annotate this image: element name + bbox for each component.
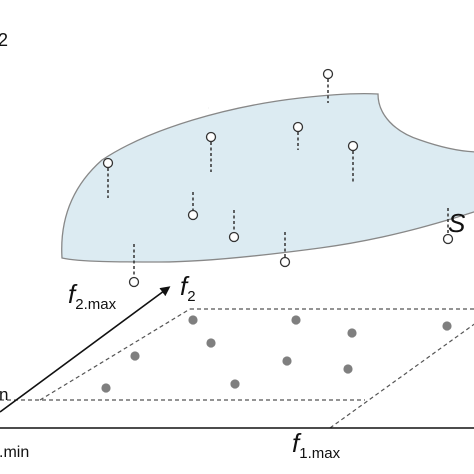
surface-point [102, 157, 114, 169]
grid-point [130, 351, 140, 361]
surface-point [205, 131, 217, 143]
grid-point [442, 321, 452, 331]
f1-max-label: f1.max [292, 428, 341, 462]
surface-point [187, 209, 199, 221]
surface-point [322, 68, 334, 80]
f2-axis-label: f2 [180, 271, 196, 305]
surface-label: S [448, 208, 466, 238]
region-left-edge [39, 308, 191, 401]
surface-point [279, 256, 291, 268]
grid-points [101, 315, 452, 393]
grid-point [101, 383, 111, 393]
grid-point [282, 356, 292, 366]
surface-point [347, 140, 359, 152]
grid-point [206, 338, 216, 348]
region-right-edge [329, 323, 474, 429]
grid-point [230, 379, 240, 389]
f1-min-label-fragment: .min [0, 444, 29, 461]
surface-point [292, 121, 304, 133]
grid-point [347, 328, 357, 338]
grid-point [188, 315, 198, 325]
surface-points [102, 68, 454, 288]
grid-point [291, 315, 301, 325]
objective-surface [61, 92, 474, 263]
surface-point [228, 231, 240, 243]
f2-min-label-fragment: n [0, 385, 8, 404]
grid-point [343, 364, 353, 374]
f2-max-label: f2.max [68, 279, 117, 313]
feasible-region [0, 308, 474, 429]
surface-point [442, 233, 454, 245]
surface-point [128, 276, 140, 288]
corner-label: 2 [0, 30, 8, 50]
f2-axis-arrow [0, 286, 171, 413]
